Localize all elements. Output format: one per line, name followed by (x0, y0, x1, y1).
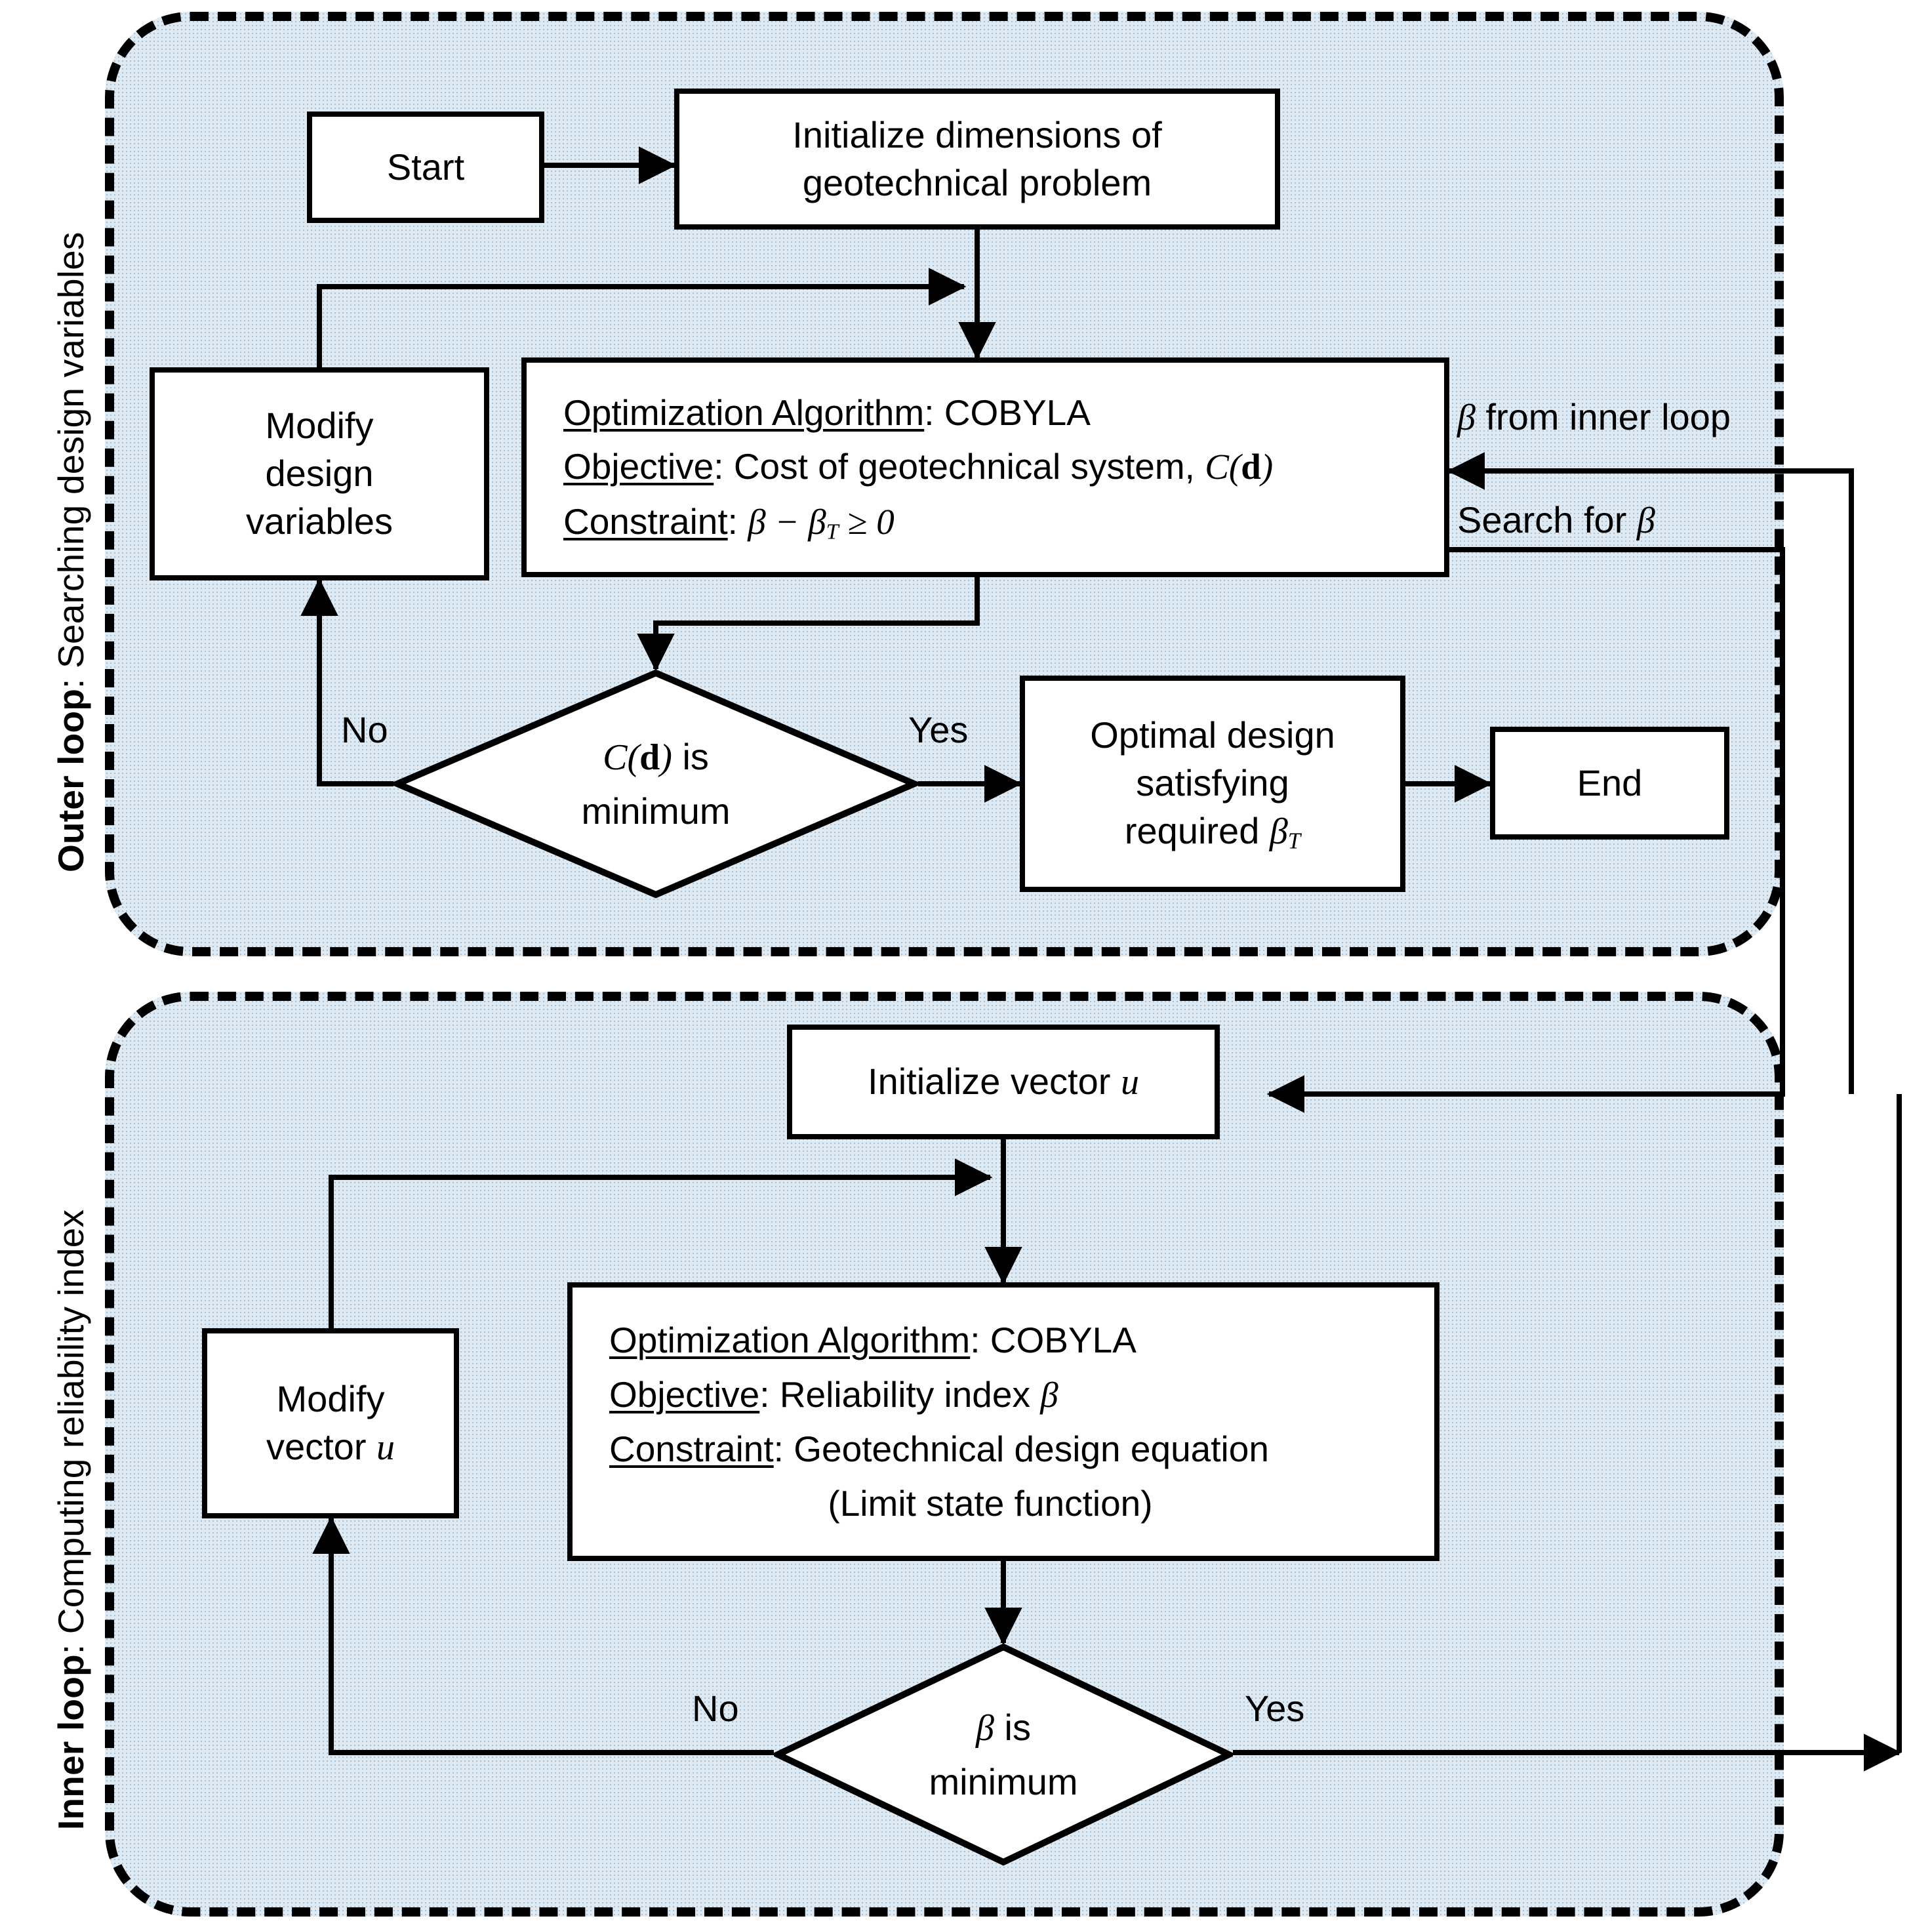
modify-design-line-3: variables (245, 500, 393, 542)
decision-beta-text: β is minimum (774, 1643, 1233, 1866)
node-initialize-dimensions[interactable]: Initialize dimensions of geotechnical pr… (674, 89, 1280, 230)
node-end[interactable]: End (1490, 727, 1729, 840)
node-modify-vector-u[interactable]: Modify vector u (202, 1328, 459, 1518)
decision-beta-line-2: minimum (929, 1761, 1078, 1802)
outer-alg-val-1: : COBYLA (924, 392, 1091, 433)
decision-beta-line-1: β is (976, 1706, 1031, 1749)
outer-loop-side-label-bold: Outer loop (50, 688, 91, 872)
node-initialize-vector-u[interactable]: Initialize vector u (787, 1025, 1220, 1139)
inner-alg-line-1: Optimization Algorithm: COBYLA (573, 1313, 1434, 1368)
edge-label-no-outer: No (341, 709, 388, 750)
inner-alg-key-2: Objective (609, 1373, 760, 1415)
outer-alg-math-2-paren-close: ) (1260, 447, 1274, 487)
node-outer-optimization-algorithm[interactable]: Optimization Algorithm: COBYLA Objective… (521, 357, 1449, 577)
node-inner-optimization-algorithm[interactable]: Optimization Algorithm: COBYLA Objective… (567, 1282, 1439, 1561)
outer-loop-side-label-rest: : Searching design variables (50, 232, 91, 689)
inner-alg-val-1: : COBYLA (970, 1320, 1137, 1360)
initialize-line-2: geotechnical problem (802, 161, 1152, 203)
inner-loop-side-label: Inner loop: Computing reliability index (50, 1209, 92, 1830)
outer-alg-key-1: Optimization Algorithm (563, 392, 925, 433)
initialize-line-1: Initialize dimensions of (792, 113, 1162, 155)
node-optimal-design[interactable]: Optimal design satisfying required βT (1020, 676, 1405, 892)
node-modify-design-variables[interactable]: Modify design variables (150, 367, 489, 580)
initialize-vector-label: Initialize vector u (868, 1060, 1139, 1103)
inner-loop-side-label-bold: Inner loop (50, 1654, 91, 1830)
outer-alg-line-3: Constraint: β − βT ≥ 0 (527, 495, 1444, 550)
outer-alg-math-3: β − βT ≥ 0 (748, 501, 895, 544)
inner-alg-val-2: : Reliability index β (759, 1373, 1058, 1415)
edge-label-no-inner: No (692, 1688, 739, 1729)
outer-loop-side-label: Outer loop: Searching design variables (50, 232, 92, 872)
edge-label-yes-inner: Yes (1245, 1688, 1305, 1729)
node-start-label: Start (386, 146, 465, 188)
inner-alg-val-3: : Geotechnical design equation (773, 1429, 1269, 1469)
modify-design-line-2: design (265, 453, 374, 495)
inner-alg-line-3: Constraint: Geotechnical design equation (573, 1422, 1434, 1476)
edge-label-yes-outer: Yes (908, 709, 969, 750)
node-decision-beta-minimum[interactable]: β is minimum (774, 1643, 1233, 1866)
inner-alg-key-1: Optimization Algorithm (609, 1320, 971, 1360)
outer-alg-line-2: Objective: Cost of geotechnical system, … (527, 439, 1444, 495)
outer-alg-key-2: Objective (563, 446, 714, 487)
outer-alg-val-3: : (727, 500, 748, 542)
modify-vector-line-1: Modify (276, 1377, 385, 1419)
node-end-label: End (1577, 761, 1643, 803)
modify-design-line-1: Modify (265, 405, 374, 447)
optimal-line-3: required βT (1124, 809, 1301, 854)
node-decision-cost-minimum[interactable]: C(d) is minimum (393, 669, 918, 899)
inner-alg-line-2: Objective: Reliability index β (573, 1368, 1434, 1423)
decision-cost-line-1: C(d) is (603, 735, 709, 778)
outer-alg-key-3: Constraint (563, 500, 728, 542)
optimal-line-1: Optimal design (1090, 714, 1335, 756)
decision-diamond-beta-shape (774, 1643, 1233, 1866)
node-start[interactable]: Start (307, 112, 544, 223)
edge-label-beta-from-inner-loop: β from inner loop (1457, 396, 1731, 438)
inner-loop-side-label-rest: : Computing reliability index (50, 1209, 91, 1655)
decision-cost-text: C(d) is minimum (393, 669, 918, 899)
inner-alg-key-3: Constraint (609, 1429, 774, 1469)
outer-alg-val-2: : Cost of geotechnical system, (714, 446, 1205, 487)
decision-diamond-shape (393, 669, 918, 899)
outer-alg-line-1: Optimization Algorithm: COBYLA (527, 386, 1444, 440)
modify-vector-line-2: vector u (266, 1425, 395, 1468)
outer-alg-math-2: C (1205, 447, 1229, 487)
edge-label-search-for-beta: Search for β (1457, 499, 1655, 541)
optimal-line-2: satisfying (1136, 762, 1289, 804)
outer-alg-math-2-d: d (1241, 447, 1261, 487)
inner-alg-line-4: (Limit state function) (828, 1482, 1153, 1524)
decision-cost-line-2: minimum (581, 790, 731, 832)
outer-alg-math-2-paren: ( (1228, 447, 1241, 487)
